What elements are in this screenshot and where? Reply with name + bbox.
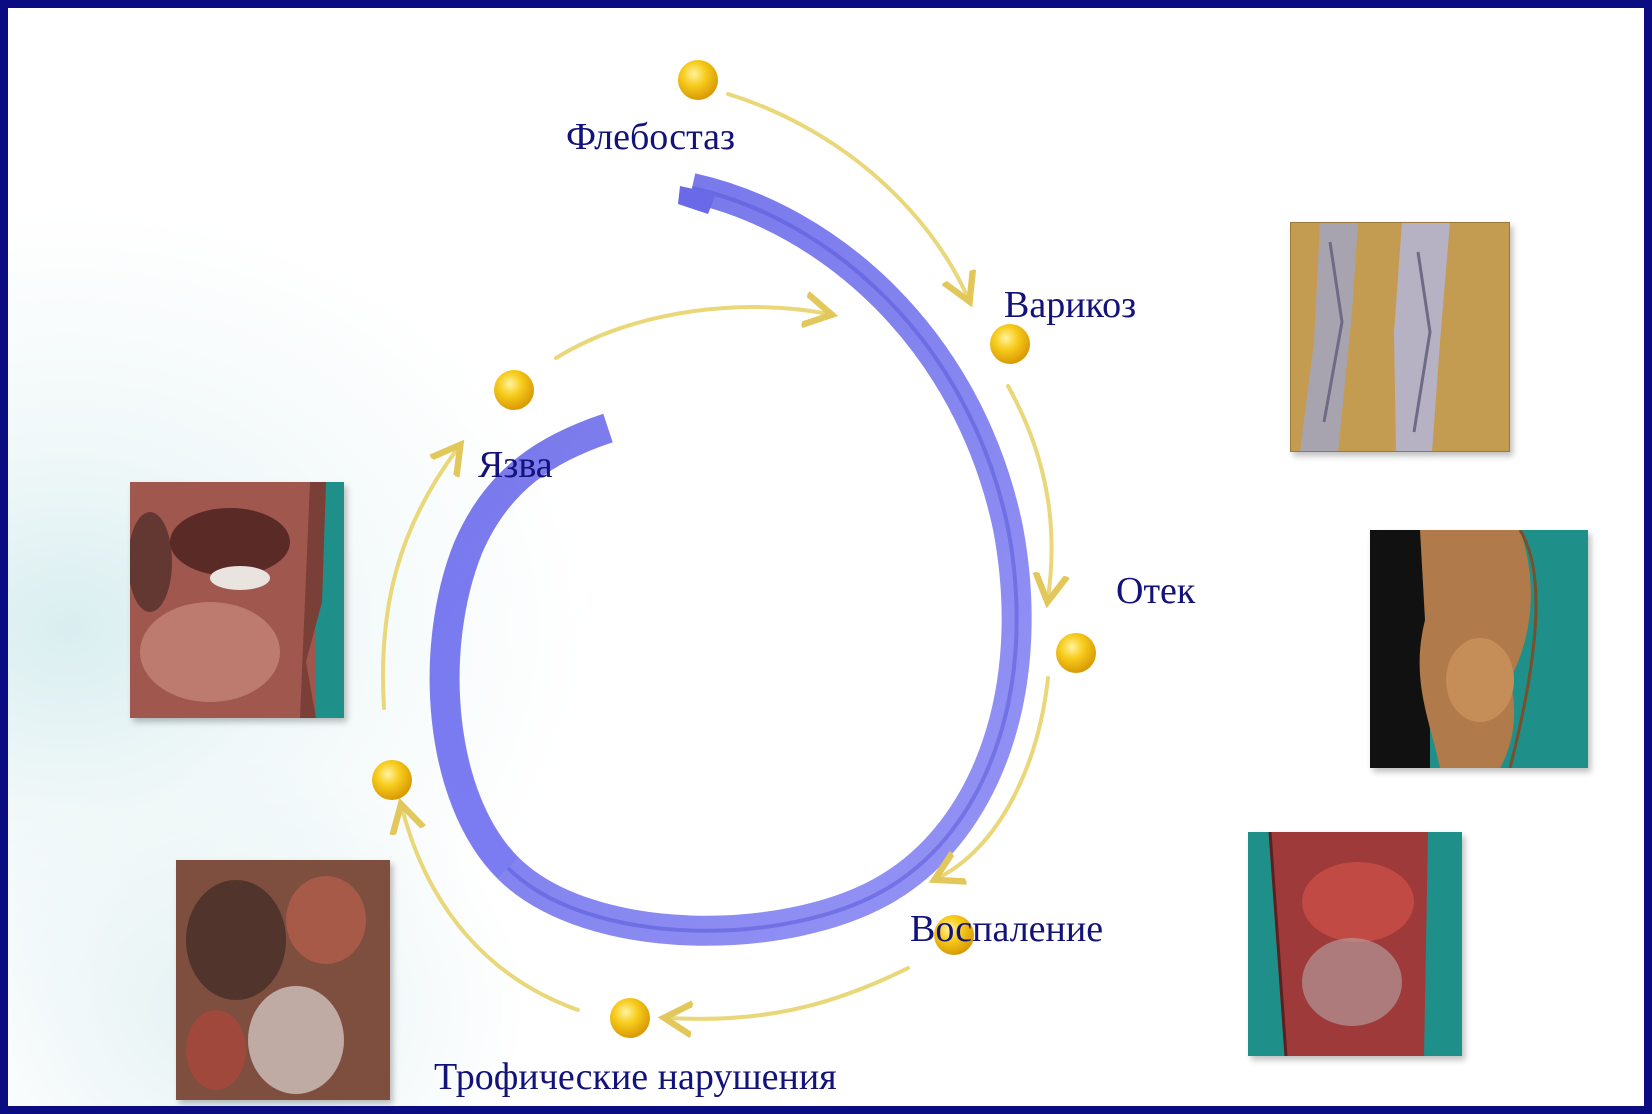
label-flebostaz: Флебостаз	[566, 118, 735, 156]
label-varikoz: Варикоз	[1004, 286, 1136, 324]
arrow-yazva-spiral	[556, 307, 828, 358]
label-otek: Отек	[1116, 572, 1195, 610]
blue-spiral	[445, 186, 1017, 931]
node-left	[372, 760, 412, 800]
label-vospalenie: Воспаление	[910, 910, 1103, 948]
edema-leg-photo	[1370, 530, 1588, 768]
label-yazva: Язва	[478, 446, 553, 484]
cycle-arrows	[383, 94, 1052, 1019]
arrow-vospalenie-troficheskie	[668, 968, 908, 1019]
slide: Флебостаз Варикоз Отек Воспаление Трофич…	[8, 8, 1644, 1106]
label-troficheskie: Трофические нарушения	[434, 1058, 837, 1096]
node-flebostaz	[678, 60, 718, 100]
trophic-skin-photo	[176, 860, 390, 1100]
varicose-legs-photo	[1290, 222, 1510, 452]
node-varikoz	[990, 324, 1030, 364]
node-otek	[1056, 633, 1096, 673]
node-yazva	[494, 370, 534, 410]
inflamed-skin-photo	[1248, 832, 1462, 1056]
node-troficheskie	[610, 998, 650, 1038]
ulcer-photo	[130, 482, 344, 718]
